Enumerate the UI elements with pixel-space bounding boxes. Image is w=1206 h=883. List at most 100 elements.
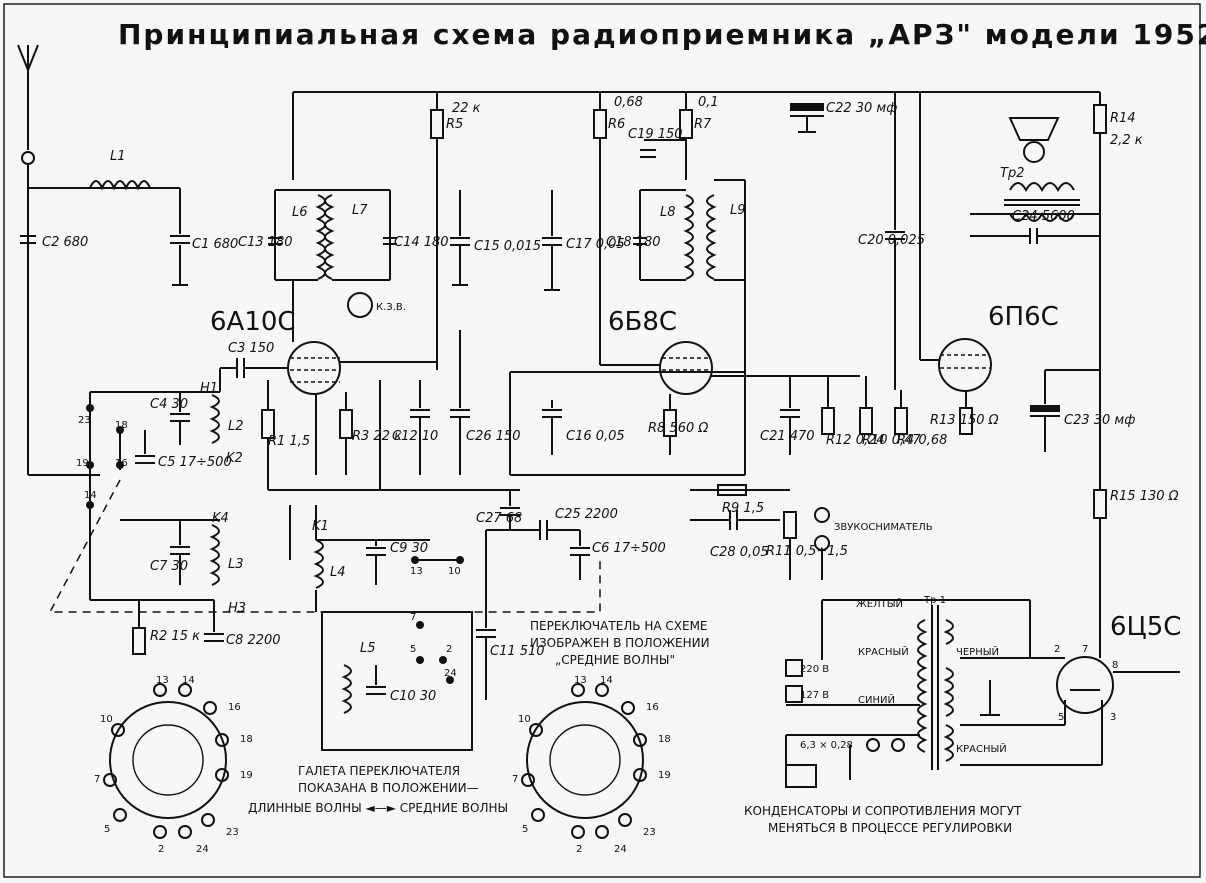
label-C23: C23 30 мф	[1064, 413, 1135, 428]
label-C16: C16 0,05	[566, 429, 625, 444]
label-C4: C4 30	[150, 397, 188, 412]
capacitor-C21: C21 470	[760, 376, 815, 455]
svg-text:C5 17÷500: C5 17÷500	[158, 455, 232, 470]
switch-wafer-long-waves: 13 14 16 18 19 23 24 2 5 7 10	[94, 675, 253, 855]
capacitor-C12: C12 10	[392, 380, 438, 475]
resistor-R14	[1093, 104, 1107, 134]
power-transformer-TR1: Тр 1 ЖЕЛТЫЙ КРАСНЫЙ ЧЕРНЫЙ СИНИЙ КРАСНЫЙ	[821, 595, 1031, 770]
capacitor-C22: C22 30 мф	[790, 101, 897, 133]
mains-plug-icon[interactable]	[785, 764, 817, 788]
label-L7: L7	[352, 203, 368, 218]
svg-text:2: 2	[158, 844, 164, 855]
svg-text:ДЛИННЫЕ ВОЛНЫ ◄—► СРЕДНИЕ ВОЛН: ДЛИННЫЕ ВОЛНЫ ◄—► СРЕДНИЕ ВОЛНЫ	[248, 801, 508, 815]
resistor-R5	[430, 109, 444, 139]
svg-text:L3: L3	[228, 557, 244, 572]
label-C2: C2 680	[42, 235, 88, 250]
svg-text:13: 13	[156, 675, 169, 686]
label-R1: R1 1,5	[268, 434, 310, 449]
label-R3: R3 22 к	[352, 429, 402, 444]
tube-label-6B8C: 6Б8С	[608, 307, 677, 337]
value-R5: 22 к	[452, 101, 481, 116]
svg-text:K2: K2	[226, 451, 243, 466]
resistor-R3	[339, 409, 353, 439]
label-R7: R7	[694, 117, 712, 132]
tube-6B8C: 6Б8С	[608, 307, 713, 395]
label-R4: R4 0,68	[897, 433, 947, 448]
capacitor-C17: C17 0,05	[542, 190, 625, 291]
label-C24: C24 5600	[1012, 209, 1075, 224]
svg-text:„СРЕДНИЕ ВОЛНЫ": „СРЕДНИЕ ВОЛНЫ"	[555, 653, 675, 667]
capacitor-C26: C26 150	[450, 330, 521, 475]
resistor-R11	[783, 511, 797, 539]
capacitor-C23: C23 30 мф	[1030, 369, 1135, 452]
svg-text:ПЕРЕКЛЮЧАТЕЛЬ НА СХЕМЕ: ПЕРЕКЛЮЧАТЕЛЬ НА СХЕМЕ	[530, 619, 708, 633]
tube-6C5C: 6Ц5С	[1056, 612, 1181, 714]
capacitor-C1: C1 680	[170, 188, 238, 286]
label-L6: L6	[292, 205, 308, 220]
capacitor-C16: C16 0,05	[542, 400, 625, 455]
capacitor-C19: C19 150	[628, 127, 686, 158]
label-L9: L9	[730, 203, 746, 218]
label-C1: C1 680	[192, 237, 238, 252]
svg-text:18: 18	[115, 420, 128, 431]
svg-text:КРАСНЫЙ: КРАСНЫЙ	[858, 645, 909, 658]
svg-text:23: 23	[226, 827, 239, 838]
resistor-R6	[593, 109, 607, 139]
label-C17: C17 0,05	[566, 237, 625, 252]
switch-linkage	[48, 479, 601, 613]
mains-127-contact[interactable]	[785, 685, 803, 703]
sheet-border	[3, 3, 1201, 878]
l5-frame	[321, 611, 473, 751]
svg-text:14: 14	[600, 675, 613, 686]
svg-text:МЕНЯТЬСЯ В ПРОЦЕССЕ РЕГУЛИРОВК: МЕНЯТЬСЯ В ПРОЦЕССЕ РЕГУЛИРОВКИ	[768, 821, 1012, 835]
label-C15: C15 0,015	[474, 239, 541, 254]
label-R6: R6	[608, 117, 625, 132]
svg-text:C25 2200: C25 2200	[555, 507, 618, 522]
svg-text:K1: K1	[312, 519, 329, 534]
capacitor-C5: C5 17÷500	[135, 430, 232, 470]
capacitor-C20: C20 0,025	[858, 92, 925, 390]
mains-220-contact[interactable]	[785, 659, 803, 677]
svg-text:5: 5	[410, 644, 416, 655]
capacitor-C24: C24 5600	[970, 209, 1100, 244]
coil-L4: L4 K1	[312, 519, 346, 589]
label-C14: C14 180	[394, 235, 449, 250]
antenna-icon	[17, 44, 39, 165]
tube-label-6P6C: 6П6С	[988, 302, 1059, 332]
svg-text:H1: H1	[200, 381, 218, 396]
svg-text:ПОКАЗАНА В ПОЛОЖЕНИИ—: ПОКАЗАНА В ПОЛОЖЕНИИ—	[298, 781, 479, 795]
svg-text:C11 510: C11 510	[490, 644, 545, 659]
svg-text:КОНДЕНСАТОРЫ И СОПРОТИВЛЕНИЯ М: КОНДЕНСАТОРЫ И СОПРОТИВЛЕНИЯ МОГУТ	[744, 804, 1022, 818]
svg-text:13: 13	[410, 566, 423, 577]
capacitor-C6: C6 17÷500	[570, 530, 666, 580]
label-R8: R8 560 Ω	[648, 421, 708, 436]
coil-L2: L2 H1 K2	[200, 381, 244, 466]
label-R15: R15 130 Ω	[1110, 489, 1179, 504]
label-R12: R12 0,24	[826, 433, 885, 448]
label-L1: L1	[110, 149, 126, 164]
label-TR2: Тр2	[1000, 166, 1024, 181]
svg-text:КРАСНЫЙ: КРАСНЫЙ	[956, 742, 1007, 755]
pickup-socket-1[interactable]	[814, 507, 830, 523]
svg-text:16: 16	[646, 702, 659, 713]
svg-text:24: 24	[444, 668, 457, 679]
resistor-R4	[894, 407, 908, 435]
capacitor-C2: C2 680	[20, 235, 88, 250]
value-R7: 0,1	[698, 95, 719, 110]
coil-L3: L3 K4 H3	[209, 511, 246, 616]
speaker-icon	[1008, 117, 1060, 163]
transformer-TR2: Тр2	[970, 166, 1100, 222]
svg-text:L2: L2	[228, 419, 244, 434]
capacitor-C27: C27 68	[476, 507, 522, 526]
svg-text:ЖЕЛТЫЙ: ЖЕЛТЫЙ	[856, 597, 903, 610]
svg-text:10: 10	[100, 714, 113, 725]
label-K3B: К.З.В.	[376, 302, 406, 313]
svg-text:C6 17÷500: C6 17÷500	[592, 541, 666, 556]
svg-text:19: 19	[240, 770, 253, 781]
svg-text:7: 7	[94, 774, 100, 785]
coil-L6-L7: L6 L7 C13 180 C14 180	[238, 189, 449, 281]
tube-label-6C5C: 6Ц5С	[1110, 612, 1181, 642]
shortwave-key-icon	[347, 292, 373, 318]
